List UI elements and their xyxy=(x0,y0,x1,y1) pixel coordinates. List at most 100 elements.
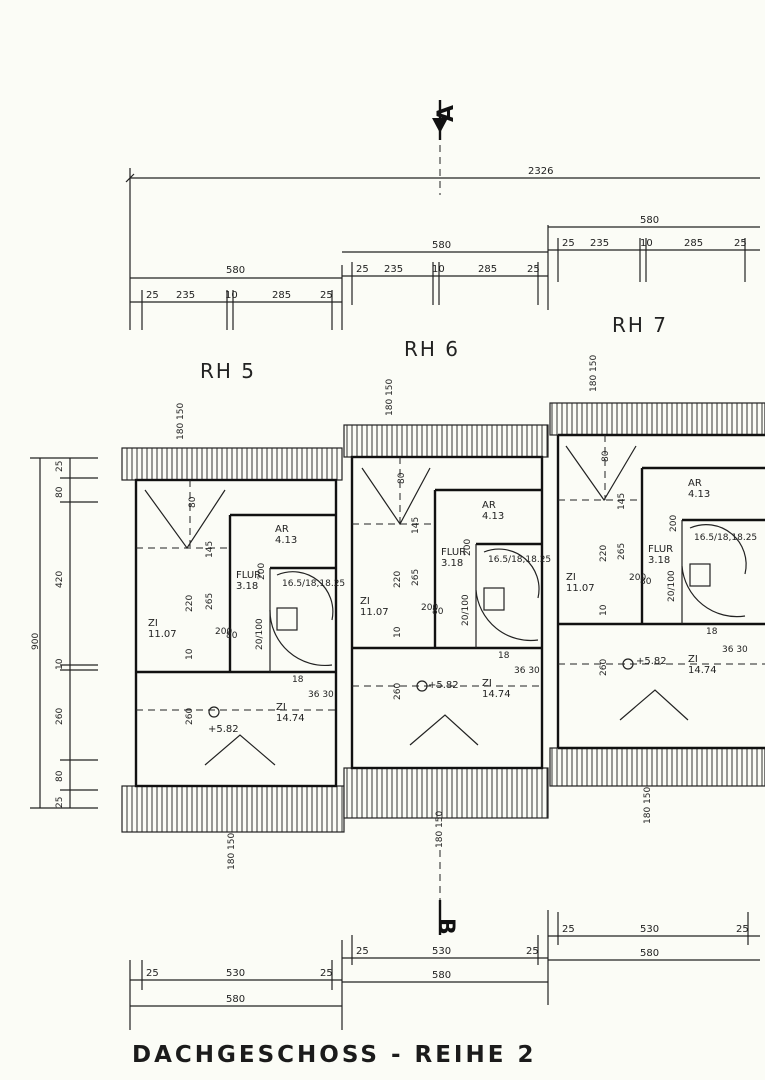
rh7-d265: 265 xyxy=(617,543,627,560)
left-dim-total: 900 xyxy=(31,633,41,650)
rh7-roof-top xyxy=(549,402,765,436)
unit-label-rh5: RH 5 xyxy=(200,359,256,383)
rh7-zi-right-name: ZI xyxy=(688,654,698,665)
rh5-flur-name: FLUR xyxy=(236,570,261,581)
rh5-bottom-total: 580 xyxy=(226,994,245,1005)
rh5-top-part-2: 235 xyxy=(176,290,195,301)
rh6-w80: 80 xyxy=(432,607,444,617)
rh5-d3630: 36 30 xyxy=(308,690,334,700)
left-dim-6: 80 xyxy=(55,770,65,782)
unit-label-rh7: RH 7 xyxy=(612,313,668,337)
rh6-w200: 200 xyxy=(421,603,438,613)
rh6-d220: 220 xyxy=(393,571,403,588)
rh7-top-total: 580 xyxy=(640,215,659,226)
left-dim-5: 260 xyxy=(55,708,65,725)
rh6-flur-name: FLUR xyxy=(441,547,466,558)
rh6-top-part-2: 235 xyxy=(384,264,403,275)
rh6-stair-core xyxy=(483,587,505,611)
rh7-d145: 145 xyxy=(617,493,627,510)
rh7-flur-area: 3.18 xyxy=(648,555,670,566)
rh5-flur-area: 3.18 xyxy=(236,581,258,592)
section-marker-a: A xyxy=(432,100,459,195)
rh6-level-marker xyxy=(416,680,428,692)
rh7-level-marker xyxy=(622,658,634,670)
rh7-d260: 260 xyxy=(599,659,609,676)
rh7-ar-area: 4.13 xyxy=(688,489,710,500)
rh6-d80: 80 xyxy=(397,472,407,484)
rh5-d10: 10 xyxy=(185,648,195,660)
rh5-zi-left-area: 11.07 xyxy=(148,629,177,640)
rh5-roof-top xyxy=(121,447,343,481)
left-dim-3: 420 xyxy=(55,571,65,588)
rh7-ar-name: AR xyxy=(688,478,702,489)
rh6-wall-mark-top: 180 150 xyxy=(385,379,395,416)
rh7-zi-left-area: 11.07 xyxy=(566,583,595,594)
rh5-plan: +5.82 AR 4.13 FLUR 3.18 ZI 11.07 ZI 14.7… xyxy=(121,403,345,870)
rh7-wall-mark-top: 180 150 xyxy=(589,355,599,392)
rh7-stair-core xyxy=(689,563,711,587)
rh5-zi-left-name: ZI xyxy=(148,618,158,629)
rh7-d220: 220 xyxy=(599,545,609,562)
rh5-level: +5.82 xyxy=(208,724,239,735)
rh6-bottom-total: 580 xyxy=(432,970,451,981)
rh6-top-part-4: 285 xyxy=(478,264,497,275)
rh7-top-dimensions: 580 25 235 10 285 25 xyxy=(548,215,760,282)
rh6-d145: 145 xyxy=(411,517,421,534)
rh5-top-part-1: 25 xyxy=(146,290,159,301)
rh6-zi-left-area: 11.07 xyxy=(360,607,389,618)
rh5-level-marker xyxy=(208,706,220,718)
rh5-top-part-5: 25 xyxy=(320,290,333,301)
rh5-wall-mark-top: 180 150 xyxy=(176,403,186,440)
rh5-top-total: 580 xyxy=(226,265,245,276)
rh6-wall-mark-bottom: 180 150 xyxy=(435,811,445,848)
overall-dimension: 2326 xyxy=(125,166,760,330)
rh7-zi-right-area: 14.74 xyxy=(688,665,717,676)
rh5-ar-area: 4.13 xyxy=(275,535,297,546)
rh5-bottom-part-1: 25 xyxy=(146,968,159,979)
rh6-roof-top xyxy=(343,424,549,458)
rh6-bottom-part-1: 25 xyxy=(356,946,369,957)
rh6-ar-name: AR xyxy=(482,500,496,511)
rh6-zi-right-area: 14.74 xyxy=(482,689,511,700)
rh7-bottom-part-1: 25 xyxy=(562,924,575,935)
rh6-top-part-5: 25 xyxy=(527,264,540,275)
rh5-w80: 80 xyxy=(226,631,238,641)
rh7-top-part-3: 10 xyxy=(640,238,653,249)
rh7-top-part-5: 25 xyxy=(734,238,747,249)
rh5-w200: 200 xyxy=(215,627,232,637)
rh7-top-part-1: 25 xyxy=(562,238,575,249)
rh6-outer-wall xyxy=(350,455,544,770)
rh7-top-part-4: 285 xyxy=(684,238,703,249)
rh5-top-part-3: 10 xyxy=(225,290,238,301)
section-label-a: A xyxy=(434,105,459,122)
overall-dimension-label: 2326 xyxy=(528,166,553,177)
rh7-d80: 80 xyxy=(601,450,611,462)
left-dim-4: 10 xyxy=(55,658,65,670)
rh5-d200: 200 xyxy=(257,563,267,580)
rh7-bottom-part-2: 530 xyxy=(640,924,659,935)
rh6-d265: 265 xyxy=(411,569,421,586)
rh5-bottom-part-2: 530 xyxy=(226,968,245,979)
rh6-bottom-dimensions: 25 530 25 580 xyxy=(342,910,549,1005)
rh7-d200: 200 xyxy=(669,515,679,532)
rh7-d3630: 36 30 xyxy=(722,645,748,655)
rh6-plan: +5.82 AR 4.13 FLUR 3.18 ZI 11.07 ZI 14.7… xyxy=(343,379,551,848)
rh6-top-dimensions: 580 25 235 10 285 25 xyxy=(342,225,549,310)
rh5-zi-right-name: ZI xyxy=(276,702,286,713)
rh7-bottom-dimensions: 25 530 25 580 xyxy=(548,912,760,961)
rh6-ar-area: 4.13 xyxy=(482,511,504,522)
rh6-level: +5.82 xyxy=(428,680,459,691)
rh5-zi-right-area: 14.74 xyxy=(276,713,305,724)
rh5-d265: 265 xyxy=(205,593,215,610)
rh5-d220: 220 xyxy=(185,595,195,612)
drawing-title: DACHGESCHOSS - REIHE 2 xyxy=(132,1042,536,1068)
section-marker-b: B xyxy=(433,850,458,935)
left-vertical-dimensions: 900 25 80 420 10 260 80 25 xyxy=(30,457,98,809)
rh6-zi-left-name: ZI xyxy=(360,596,370,607)
rh6-bottom-part-2: 530 xyxy=(432,946,451,957)
rh5-wall-mark-bottom: 180 150 xyxy=(227,833,237,870)
rh6-s18: 18 xyxy=(498,651,510,661)
section-label-b: B xyxy=(433,918,458,935)
left-dim-2: 80 xyxy=(55,486,65,498)
rh5-outer-wall xyxy=(134,478,338,788)
